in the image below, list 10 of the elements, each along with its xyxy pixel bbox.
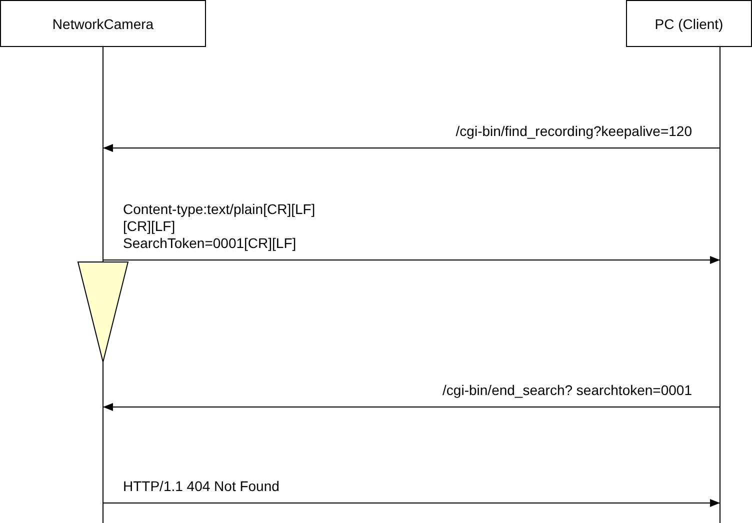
lifeline-head-box: PC (Client) xyxy=(626,0,752,47)
message-label: /cgi-bin/find_recording?keepalive=120 xyxy=(456,123,692,140)
message-arrow xyxy=(102,144,720,152)
message-label: HTTP/1.1 404 Not Found xyxy=(123,478,280,495)
message-label: /cgi-bin/end_search? searchtoken=0001 xyxy=(442,382,692,399)
lifeline-head-box: NetworkCamera xyxy=(0,0,206,47)
message-arrow xyxy=(102,256,720,264)
message-label: Content-type:text/plain[CR][LF] [CR][LF] SearchToken=0001[CR][LF] xyxy=(123,201,316,252)
message-arrow xyxy=(102,499,720,507)
message-arrow xyxy=(102,403,720,411)
